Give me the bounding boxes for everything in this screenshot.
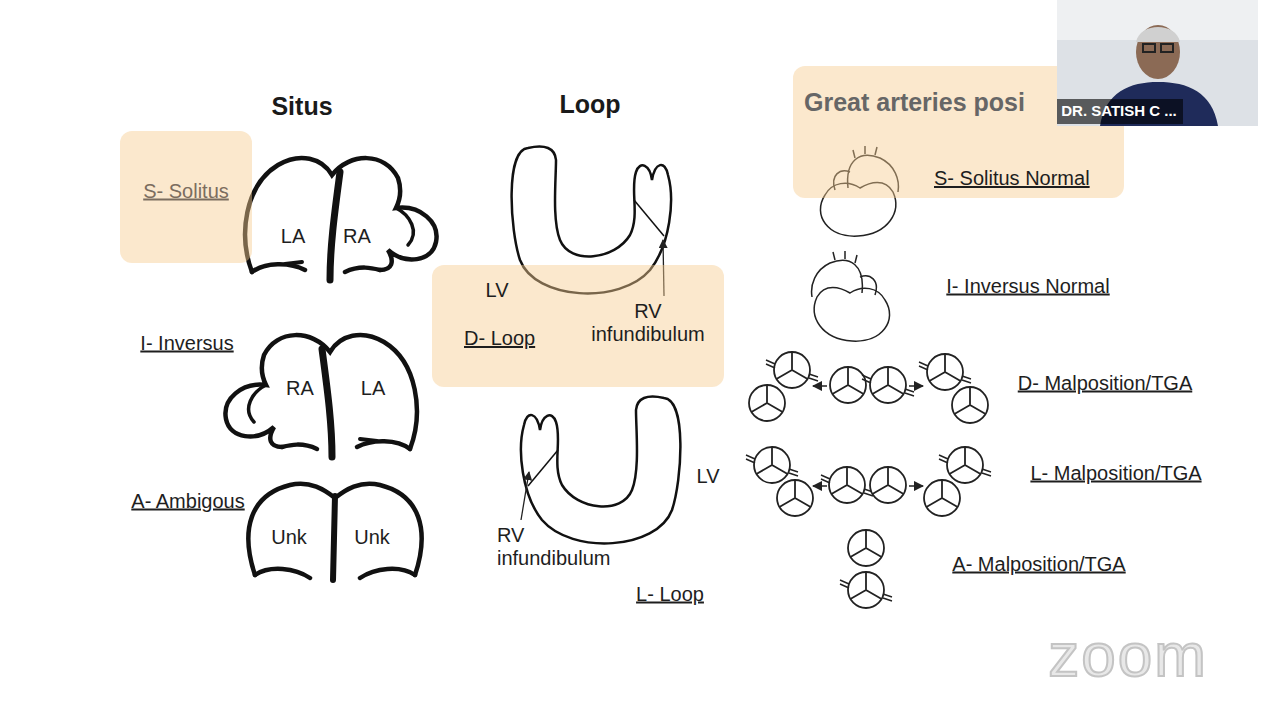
situs-label: I- Inversus — [140, 332, 233, 355]
chamber-label: RA — [286, 377, 314, 400]
box-label: S- Solitus Normal — [934, 167, 1090, 190]
arteries-label: D- Malposition/TGA — [1018, 372, 1193, 395]
box-label: S- Solitus — [143, 180, 229, 203]
ventricle-label: RV infundibulum — [497, 524, 627, 570]
ventricle-label: RV infundibulum — [583, 300, 713, 346]
situs-label: A- Ambigous — [131, 490, 244, 513]
section-heading: Great arteries posi — [804, 88, 1025, 117]
chamber-label: RA — [343, 225, 371, 248]
watermark: zoom — [1048, 619, 1208, 690]
highlight-box: Great arteries posi S- Solitus Normal — [793, 66, 1124, 198]
chamber-label: Unk — [271, 526, 307, 549]
column-heading: Loop — [559, 90, 620, 119]
ventricle-label: LV — [697, 465, 720, 488]
chamber-label: LA — [361, 377, 385, 400]
chamber-label: LA — [281, 225, 305, 248]
arteries-label: L- Malposition/TGA — [1030, 462, 1201, 485]
speaker-name: DR. SATISH C ... — [1061, 102, 1177, 119]
ventricle-label: LV — [486, 279, 509, 302]
box-label: D- Loop — [464, 327, 535, 350]
column-heading: Situs — [271, 92, 332, 121]
arteries-label: A- Malposition/TGA — [952, 553, 1125, 576]
chamber-label: Unk — [354, 526, 390, 549]
arteries-label: I- Inversus Normal — [946, 275, 1109, 298]
loop-label: L- Loop — [636, 583, 704, 606]
highlight-box: S- Solitus — [120, 131, 252, 263]
